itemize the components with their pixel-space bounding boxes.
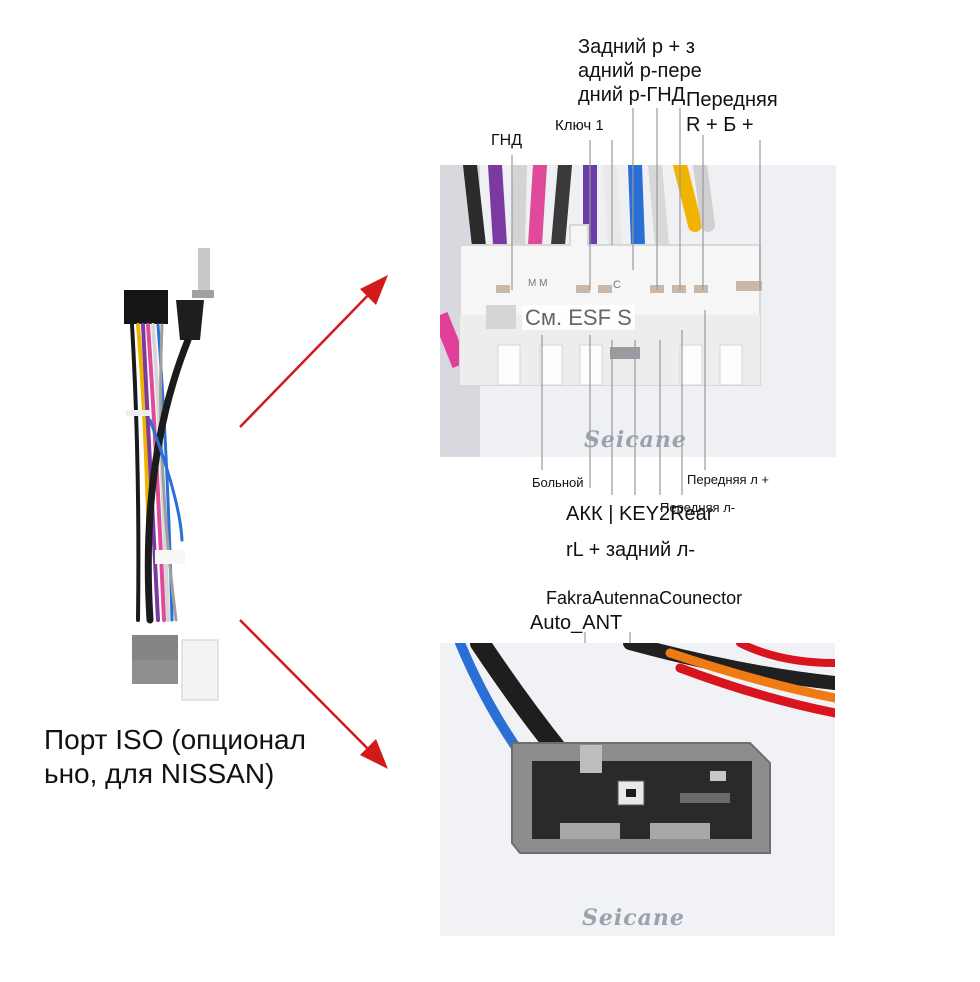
antenna-connector-photo: Seicane bbox=[440, 643, 835, 936]
label-auto-ant: Auto_ANT bbox=[530, 612, 623, 634]
red-arrow-icon bbox=[239, 275, 388, 769]
label-front-left-plus: Передняя л + bbox=[687, 472, 769, 487]
iso-connector-photo: M M C См. ESF S Seicane bbox=[440, 165, 836, 457]
label-rear-right-1: Задний р + з bbox=[578, 36, 695, 58]
label-sick: Больной bbox=[532, 475, 584, 490]
label-acc-key2: АКК | KEY2Rear bbox=[566, 503, 714, 525]
label-rear-right-2: адний р-пере bbox=[578, 60, 702, 82]
label-gnd: ГНД bbox=[491, 132, 523, 149]
label-front-right-2: R + Б + bbox=[686, 114, 754, 136]
connector-print: См. ESF S bbox=[522, 305, 635, 331]
watermark-bottom: Seicane bbox=[582, 905, 685, 931]
wiring-harness-photo bbox=[110, 240, 240, 710]
label-rear-right-3: дний р-ГНД bbox=[578, 84, 686, 106]
label-front-left-minus: Передняя л- bbox=[660, 500, 736, 515]
pin-c: C bbox=[613, 279, 621, 291]
label-key1: Ключ 1 bbox=[555, 117, 604, 134]
iso-caption-line1: Порт ISO (опционал bbox=[44, 724, 306, 755]
label-fakra: FakraAutennaCounector bbox=[546, 588, 743, 608]
iso-caption-line2: ьно, для NISSAN) bbox=[44, 758, 275, 789]
label-front-right-1: Передняя bbox=[686, 89, 778, 111]
label-rear-left: rL + задний л- bbox=[566, 539, 696, 561]
pin-marks: M M bbox=[528, 278, 548, 289]
